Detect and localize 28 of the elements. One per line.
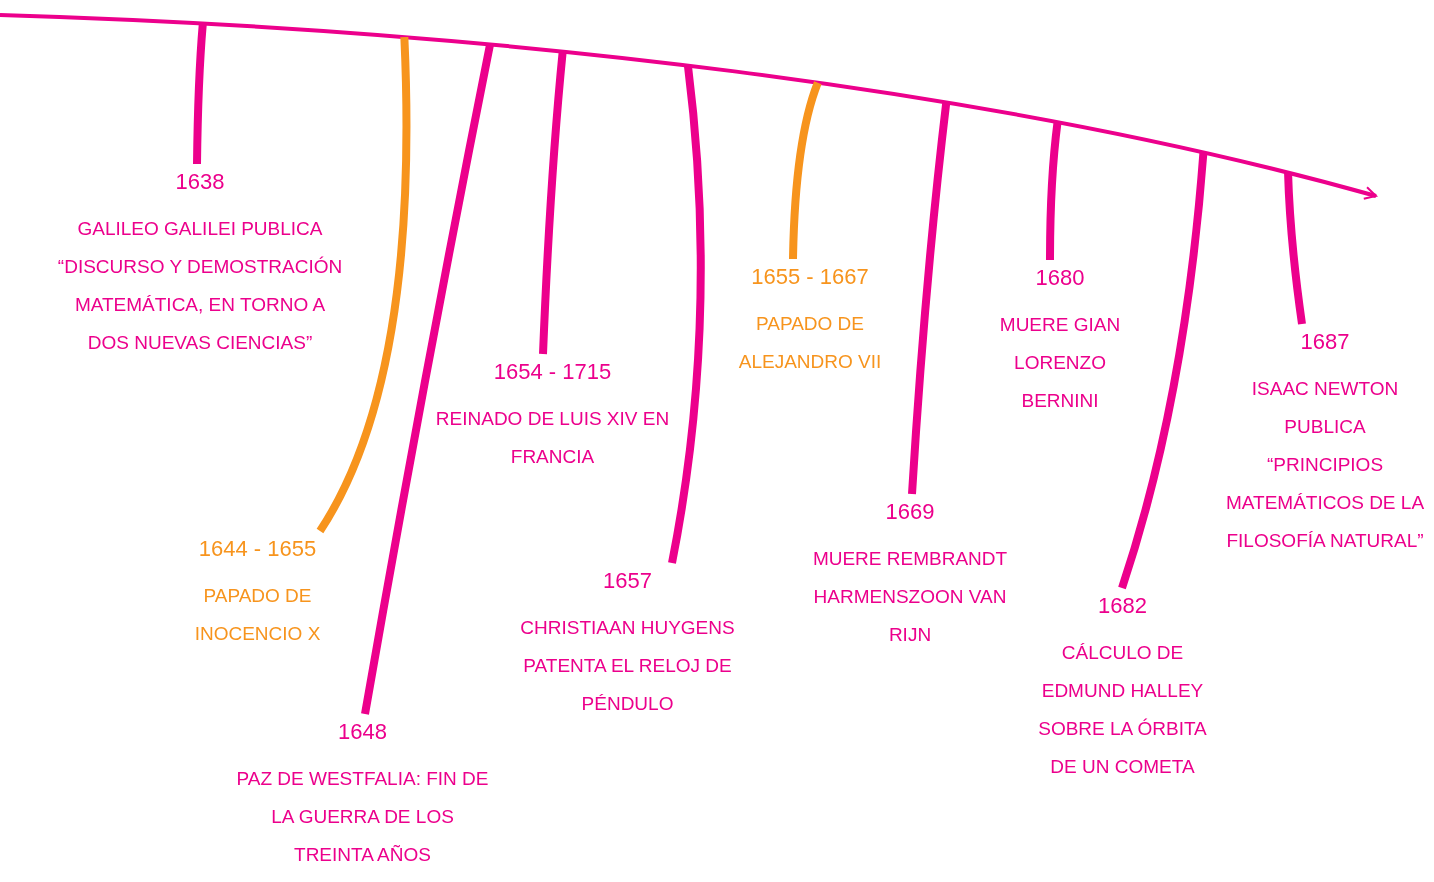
event-date: 1654 - 1715: [492, 358, 613, 386]
event-description: CHRISTIAAN HUYGENS PATENTA EL RELOJ DE PÉNDULO: [519, 616, 736, 716]
event-description: MUERE REMBRANDT HARMENSZOON VAN RIJN: [811, 547, 1009, 647]
event-description: CÁLCULO DE EDMUND HALLEY SOBRE LA ÓRBITA DE UN COMETA: [1037, 641, 1208, 779]
event-description: REINADO DE LUIS XIV EN FRANCIA: [434, 407, 671, 469]
event-date: 1655 - 1667: [750, 263, 870, 291]
leader-line: [539, 51, 567, 355]
event-date: 1638: [174, 168, 226, 196]
event-date: 1669: [884, 498, 936, 526]
event-date: 1644 - 1655: [197, 535, 318, 563]
event-date: 1648: [337, 718, 388, 746]
timeline-arrow: [0, 13, 1377, 200]
event-date: 1682: [1097, 592, 1148, 620]
leader-line: [1118, 152, 1208, 590]
event-description: PAPADO DE INOCENCIO X: [193, 584, 322, 646]
leader-line: [1284, 172, 1306, 325]
event-description: PAZ DE WESTFALIA: FIN DE LA GUERRA DE LOS TREINTA AÑOS: [235, 767, 490, 867]
event-description: PAPADO DE ALEJANDRO VII: [737, 312, 883, 374]
leader-line: [789, 81, 822, 260]
event-description: MUERE GIAN LORENZO BERNINI: [998, 313, 1122, 413]
leader-line: [908, 102, 951, 495]
event-date: 1680: [1034, 264, 1086, 292]
leader-line: [361, 43, 494, 715]
event-description: GALILEO GALILEI PUBLICA “DISCURSO Y DEMOSTRACIÓN MATEMÁTICA, EN TORNO A DOS NUEVAS CIENCIAS”: [56, 217, 344, 355]
event-date: 1657: [602, 567, 653, 595]
leader-line: [193, 23, 207, 165]
event-description: ISAAC NEWTON PUBLICA “PRINCIPIOS MATEMÁTICOS DE LA FILOSOFÍA NATURAL”: [1225, 377, 1425, 553]
event-date: 1687: [1299, 328, 1351, 356]
